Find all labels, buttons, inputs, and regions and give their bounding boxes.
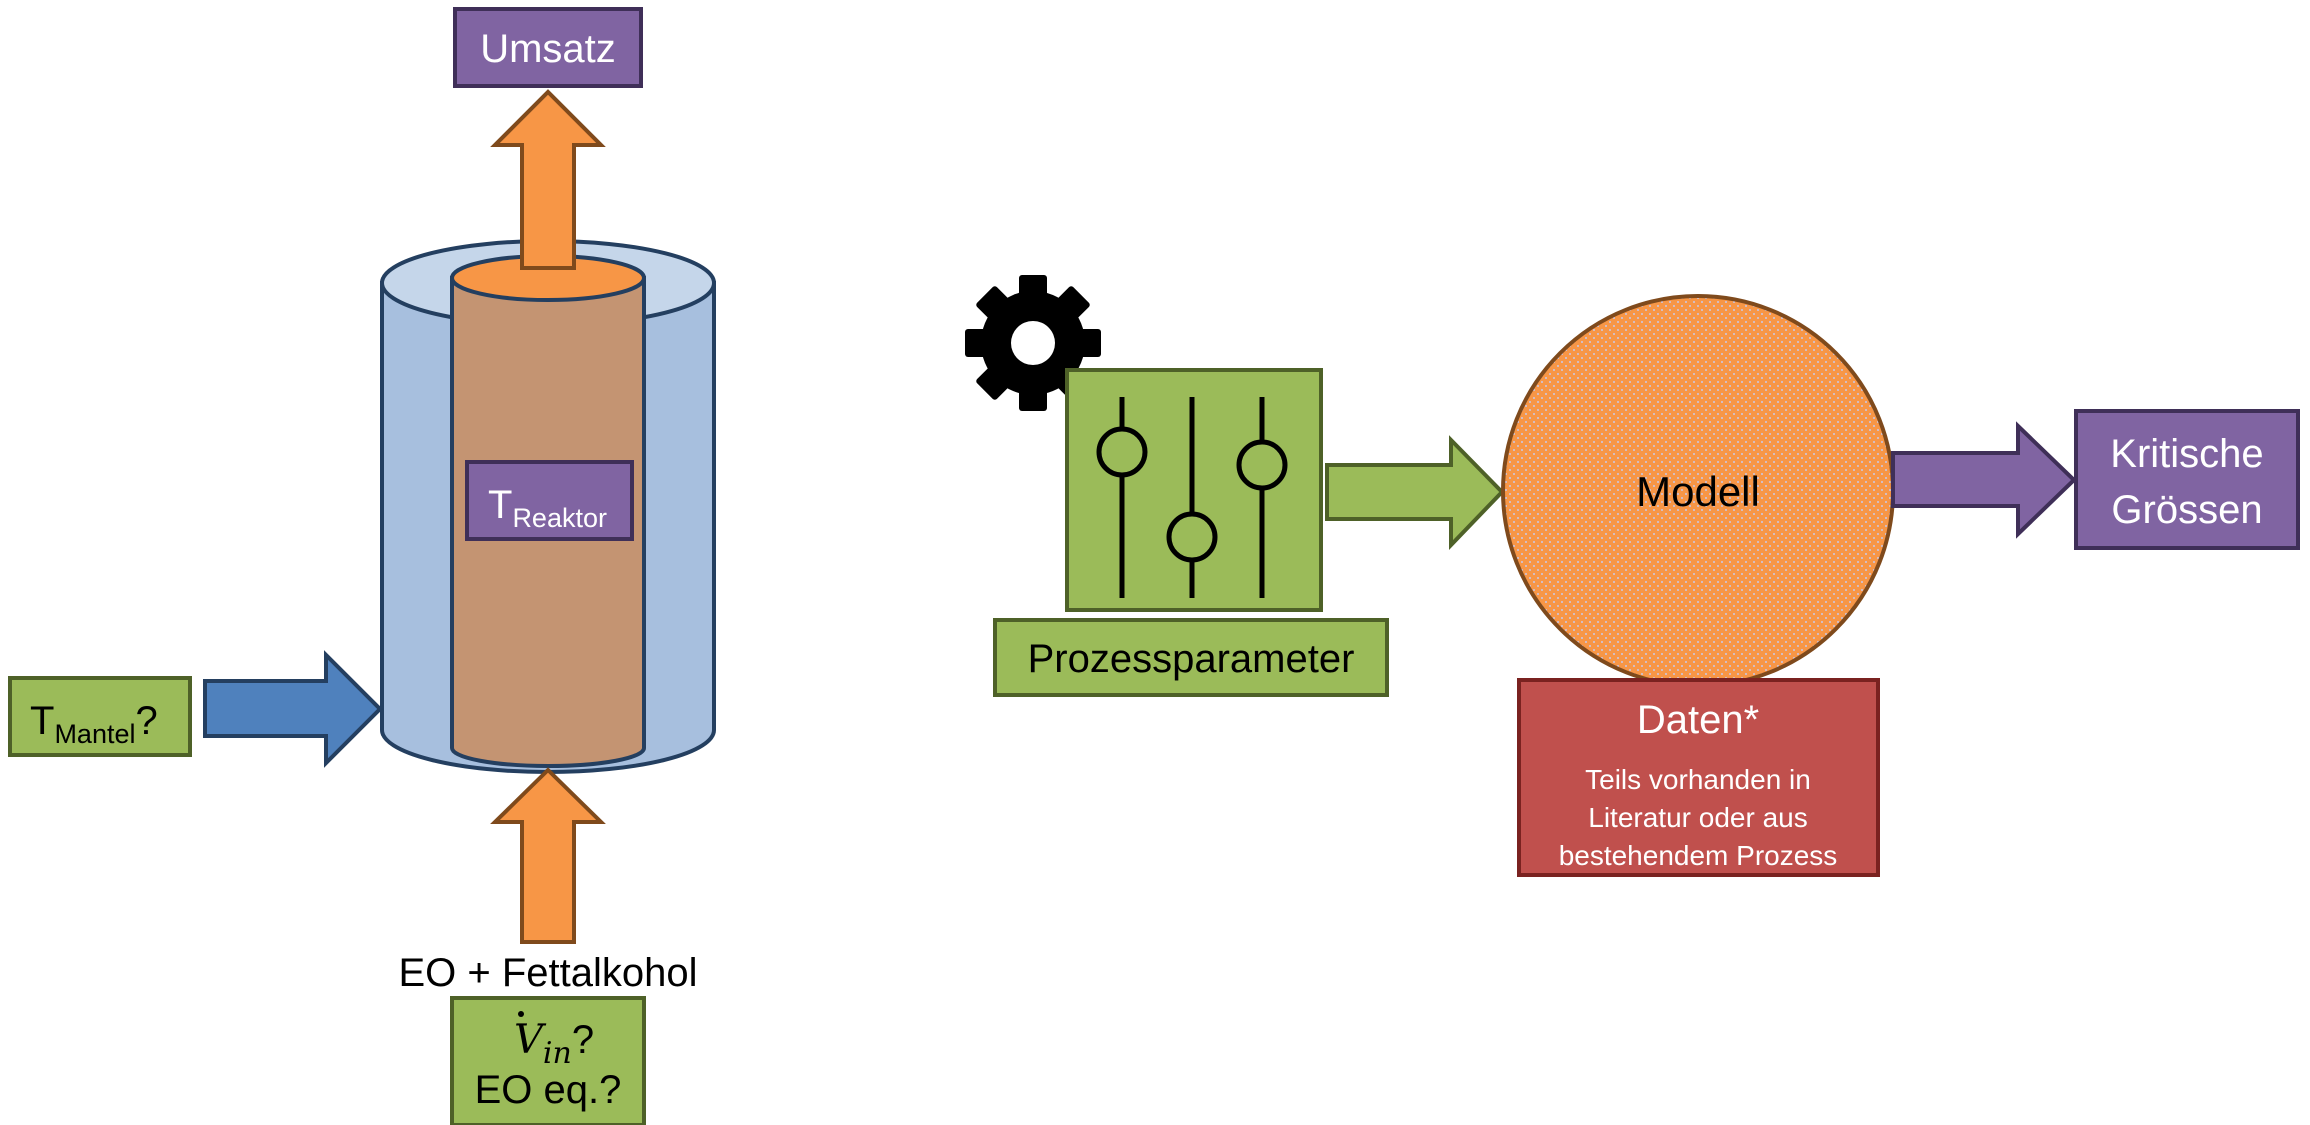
t-mantel-box: TMantel? [8, 676, 192, 757]
svg-text:TMantel?: TMantel? [30, 699, 158, 749]
svg-text:Vin?: Vin? [514, 1017, 594, 1071]
daten-line2: Literatur oder aus [1588, 802, 1807, 833]
gear-icon [965, 275, 1101, 411]
kritische-groessen-box: Kritische Grössen [2074, 409, 2300, 550]
modell-label: Modell [1636, 468, 1760, 515]
prozessparameter-label: Prozessparameter [1028, 637, 1355, 681]
t-mantel-sub: Mantel [54, 719, 135, 749]
sliders-icon [1065, 368, 1323, 612]
jacket-arrow [203, 650, 383, 768]
v-in-suffix: ? [572, 1018, 594, 1062]
t-reaktor-box: TReaktor [465, 460, 634, 541]
feed-label: EO + Fettalkohol [398, 951, 697, 995]
t-reaktor-main: T [488, 483, 512, 527]
prozessparameter-box: Prozessparameter [993, 618, 1389, 697]
output-arrow [490, 89, 606, 270]
feed-parameter-box: Vin? EO eq.? [450, 996, 646, 1125]
svg-text:TReaktor: TReaktor [488, 483, 607, 533]
umsatz-box: Umsatz [453, 7, 643, 88]
kritische-line2: Grössen [2111, 488, 2262, 532]
modell-node: Modell [1501, 294, 1895, 688]
feed-arrow [490, 767, 606, 944]
output-critical-arrow [1891, 421, 2077, 539]
umsatz-label: Umsatz [480, 27, 616, 71]
daten-line1: Teils vorhanden in [1585, 764, 1811, 795]
v-in-sub: in [543, 1036, 572, 1071]
t-mantel-main: T [30, 699, 54, 743]
daten-title: Daten* [1637, 698, 1759, 742]
kritische-line1: Kritische [2110, 432, 2263, 476]
t-mantel-suffix: ? [135, 699, 157, 743]
v-in-symbol: V [514, 1017, 547, 1063]
v-dot [518, 1011, 524, 1017]
daten-line3: bestehendem Prozess [1559, 840, 1838, 871]
eo-eq-label: EO eq.? [475, 1068, 622, 1112]
parameter-arrow [1325, 435, 1505, 550]
daten-box: Daten* Teils vorhanden in Literatur oder… [1517, 678, 1880, 877]
t-reaktor-sub: Reaktor [512, 503, 607, 533]
